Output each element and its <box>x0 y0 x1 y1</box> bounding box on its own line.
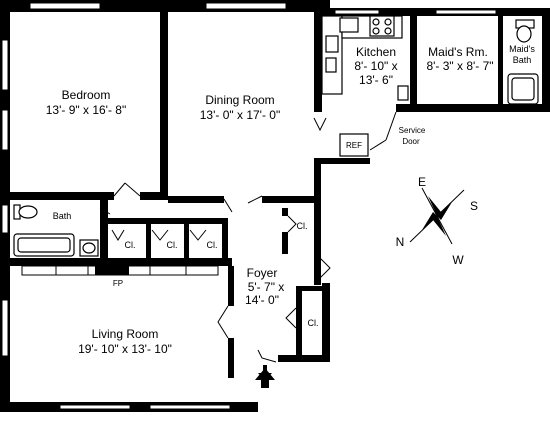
fireplace-label: FP <box>113 279 123 288</box>
kitchen-name: Kitchen <box>356 45 396 59</box>
ref-label: REF <box>346 141 362 150</box>
entry-arrow <box>255 365 275 388</box>
closet-label-5: Cl. <box>308 318 319 328</box>
compass-s: S <box>470 199 478 213</box>
living-dims: 19'- 10" x 13'- 10" <box>78 342 172 356</box>
foyer-name: Foyer <box>247 266 278 280</box>
foyer-dims-1: 5'- 7" x <box>248 280 285 294</box>
fixtures <box>13 15 539 257</box>
living-name: Living Room <box>92 327 159 341</box>
kitchen-dims-2: 13'- 6" <box>359 73 393 87</box>
service-door-label-1: Service <box>399 126 426 135</box>
service-door-label-2: Door <box>402 137 420 146</box>
maids-bath-name-1: Maid's <box>509 44 535 54</box>
foyer-dims-2: 14'- 0" <box>245 293 279 307</box>
bedroom-dims: 13'- 9" x 16'- 8" <box>46 103 126 117</box>
maids-room-name: Maid's Rm. <box>428 45 488 59</box>
compass-n: N <box>396 235 405 249</box>
compass: E S N W <box>396 175 478 267</box>
closet-label-3: Cl. <box>207 240 218 250</box>
maids-bath-name-2: Bath <box>513 55 532 65</box>
closet-label-1: Cl. <box>125 240 136 250</box>
compass-w: W <box>452 253 464 267</box>
compass-e: E <box>418 175 426 189</box>
fireplace: FP <box>21 265 219 288</box>
doors <box>99 111 397 363</box>
kitchen-dims-1: 8'- 10" x <box>354 59 397 73</box>
closet-label-2: Cl. <box>167 240 178 250</box>
dining-name: Dining Room <box>205 93 274 107</box>
maids-room-dims: 8'- 3" x 8'- 7" <box>426 59 493 73</box>
bedroom-name: Bedroom <box>62 88 111 102</box>
bath-name: Bath <box>53 211 72 221</box>
small-labels: Cl. Cl. Cl. Cl. Cl. REF Service Door <box>125 126 426 328</box>
closet-label-4: Cl. <box>297 221 308 231</box>
room-labels: Bedroom 13'- 9" x 16'- 8" Dining Room 13… <box>46 44 536 356</box>
dining-dims: 13'- 0" x 17'- 0" <box>200 108 280 122</box>
windows <box>1 2 497 410</box>
